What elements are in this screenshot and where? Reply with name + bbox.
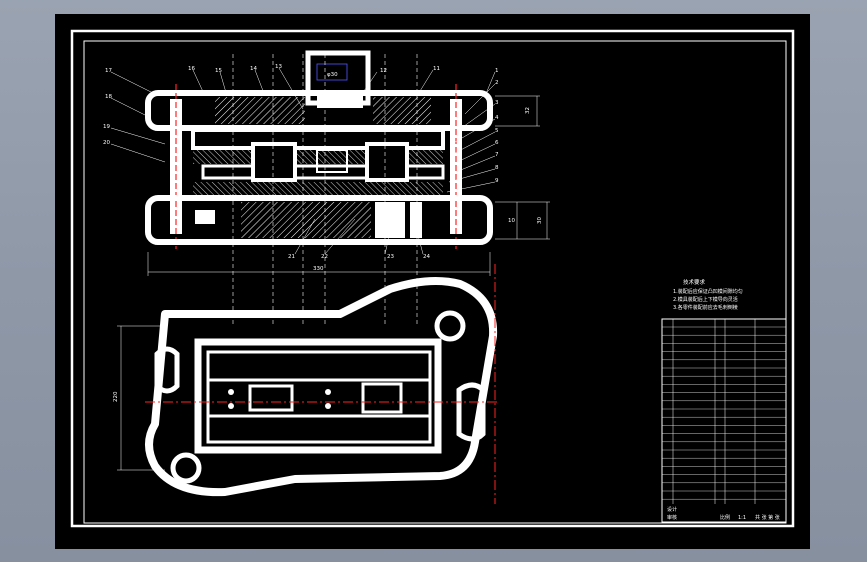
- cad-drawing: 1718161514131211123456789192021222324φ30…: [70, 29, 795, 528]
- balloon-label: 15: [215, 68, 222, 74]
- balloon-label: 23: [387, 254, 394, 260]
- title-check-label: 审核: [667, 514, 677, 521]
- title-scale-label: 比例: [720, 514, 730, 521]
- balloon-label: 14: [250, 66, 257, 72]
- tech-req-line: 1.装配后应保证凸凹模间隙均匀: [673, 288, 743, 295]
- title-sheet-label: 共 张 第 张: [755, 514, 780, 521]
- balloon-label: 3: [495, 100, 499, 106]
- balloon-label: 17: [105, 68, 112, 74]
- outer-frame: [70, 29, 795, 528]
- dim-side-bottom: 10: [508, 218, 515, 224]
- balloon-label: 16: [188, 66, 195, 72]
- parts-list: [661, 318, 787, 523]
- balloon-label: 1: [495, 68, 499, 74]
- balloon-label: 12: [380, 68, 387, 74]
- front-view: [110, 50, 550, 324]
- title-designer-label: 设计: [667, 506, 677, 513]
- balloon-label: 24: [423, 254, 430, 260]
- dim-width: 330: [313, 266, 324, 272]
- balloon-label: 11: [433, 66, 440, 72]
- balloon-label: 4: [495, 115, 499, 121]
- balloon-label: 22: [321, 254, 328, 260]
- dim-plan-height: 220: [113, 391, 119, 402]
- balloon-label: 19: [103, 124, 110, 130]
- balloon-label: 5: [495, 128, 499, 134]
- dim-top-note: φ30: [327, 72, 338, 78]
- tech-req-title: 技术要求: [683, 278, 706, 286]
- title-scale-value: 1:1: [738, 515, 746, 521]
- inner-frame: [83, 40, 787, 524]
- tech-req-line: 2.模具装配后上下模导向灵活: [673, 296, 738, 303]
- balloon-label: 13: [275, 64, 282, 70]
- balloon-label: 18: [105, 94, 112, 100]
- balloon-label: 9: [495, 178, 499, 184]
- balloon-label: 7: [495, 152, 499, 158]
- dim-side-top: 32: [525, 107, 531, 114]
- tech-req-line: 3.各零件装配前应去毛刺倒棱: [673, 304, 738, 311]
- plan-view: [117, 264, 500, 504]
- balloon-label: 21: [288, 254, 295, 260]
- balloon-label: 6: [495, 140, 499, 146]
- balloon-label: 2: [495, 80, 499, 86]
- dim-side-bottom2: 30: [537, 217, 543, 224]
- balloon-label: 8: [495, 165, 499, 171]
- balloon-label: 20: [103, 140, 110, 146]
